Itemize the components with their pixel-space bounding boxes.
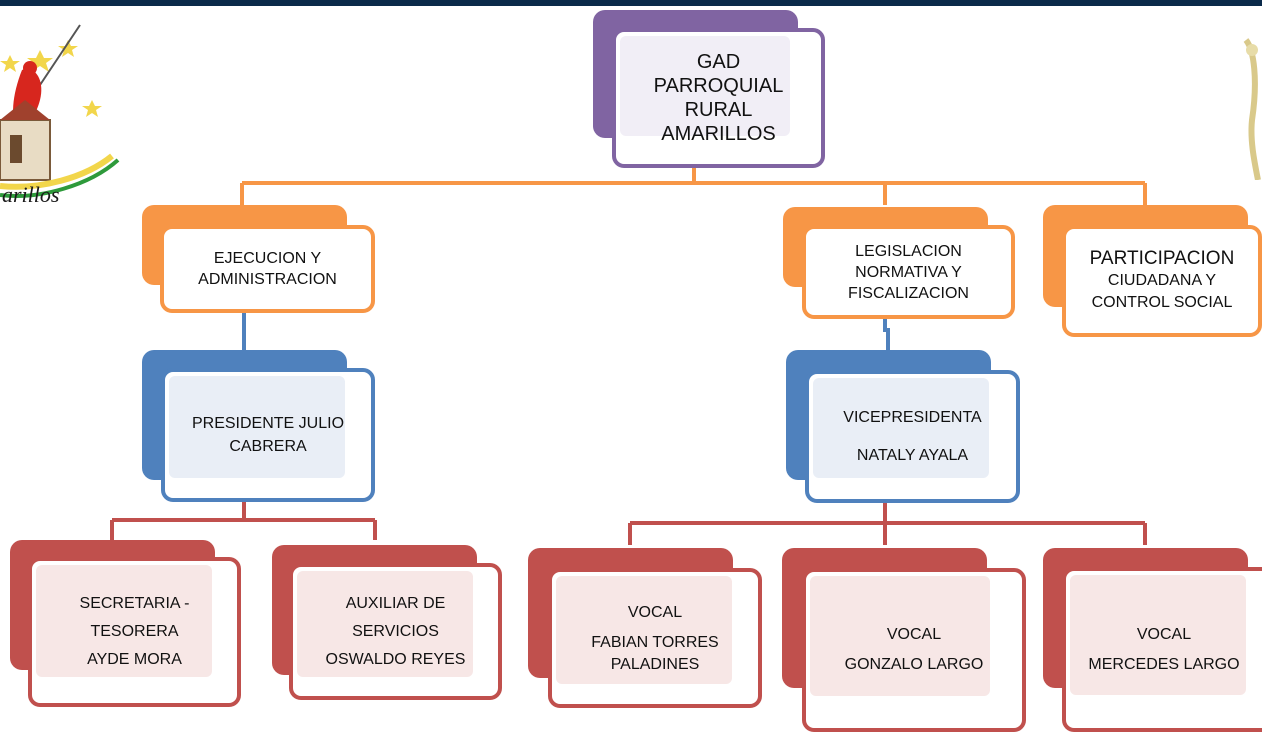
l3d-line-2: GONZALO LARGO xyxy=(844,656,984,673)
l3d-line-1: VOCAL xyxy=(886,626,942,643)
root-line-3: RURAL xyxy=(684,99,753,121)
l3a-line-2: TESORERA xyxy=(90,623,179,640)
l1b-line-2: NORMATIVA Y xyxy=(855,263,962,281)
root-line-4: AMARILLOS xyxy=(661,123,776,145)
l3e-line-2: MERCEDES LARGO xyxy=(1088,655,1240,673)
root-line-1: GAD xyxy=(696,51,741,73)
l2a-line-1: PRESIDENTE JULIO xyxy=(191,415,345,432)
root-line-2: PARROQUIAL xyxy=(653,75,784,97)
l1c-line-1: PARTICIPACION xyxy=(1089,248,1235,269)
l3c-line-3: PALADINES xyxy=(610,656,700,673)
l2a-line-2: CABRERA xyxy=(229,438,307,455)
l3e-line-1: VOCAL xyxy=(1136,625,1192,643)
l3c-line-1: VOCAL xyxy=(627,604,683,621)
l2b-line-1: VICEPRESIDENTA xyxy=(843,408,982,426)
l1b-line-1: LEGISLACION xyxy=(855,242,962,260)
l3b-line-3: OSWALDO REYES xyxy=(325,650,466,668)
l1c-line-2: CIUDADANA Y xyxy=(1107,272,1217,289)
logo-wordmark: arillos xyxy=(2,182,59,207)
top-border-bar xyxy=(0,0,1262,6)
l3a-line-3: AYDE MORA xyxy=(87,651,182,668)
l3c-line-2: FABIAN TORRES xyxy=(591,634,719,651)
parish-logo: arillos xyxy=(0,24,120,207)
l1a-line-1: EJECUCION Y xyxy=(213,250,322,267)
l1a-line-2: ADMINISTRACION xyxy=(198,271,337,288)
l1c-line-3: CONTROL SOCIAL xyxy=(1091,294,1233,311)
l3b-line-1: AUXILIAR DE xyxy=(345,594,446,612)
l3a-line-1: SECRETARIA - xyxy=(79,595,190,612)
l1b-line-3: FISCALIZACION xyxy=(848,284,969,302)
partial-logo-right xyxy=(1243,38,1261,180)
l2b-line-2: NATALY AYALA xyxy=(856,446,969,464)
l3b-line-2: SERVICIOS xyxy=(352,622,439,640)
